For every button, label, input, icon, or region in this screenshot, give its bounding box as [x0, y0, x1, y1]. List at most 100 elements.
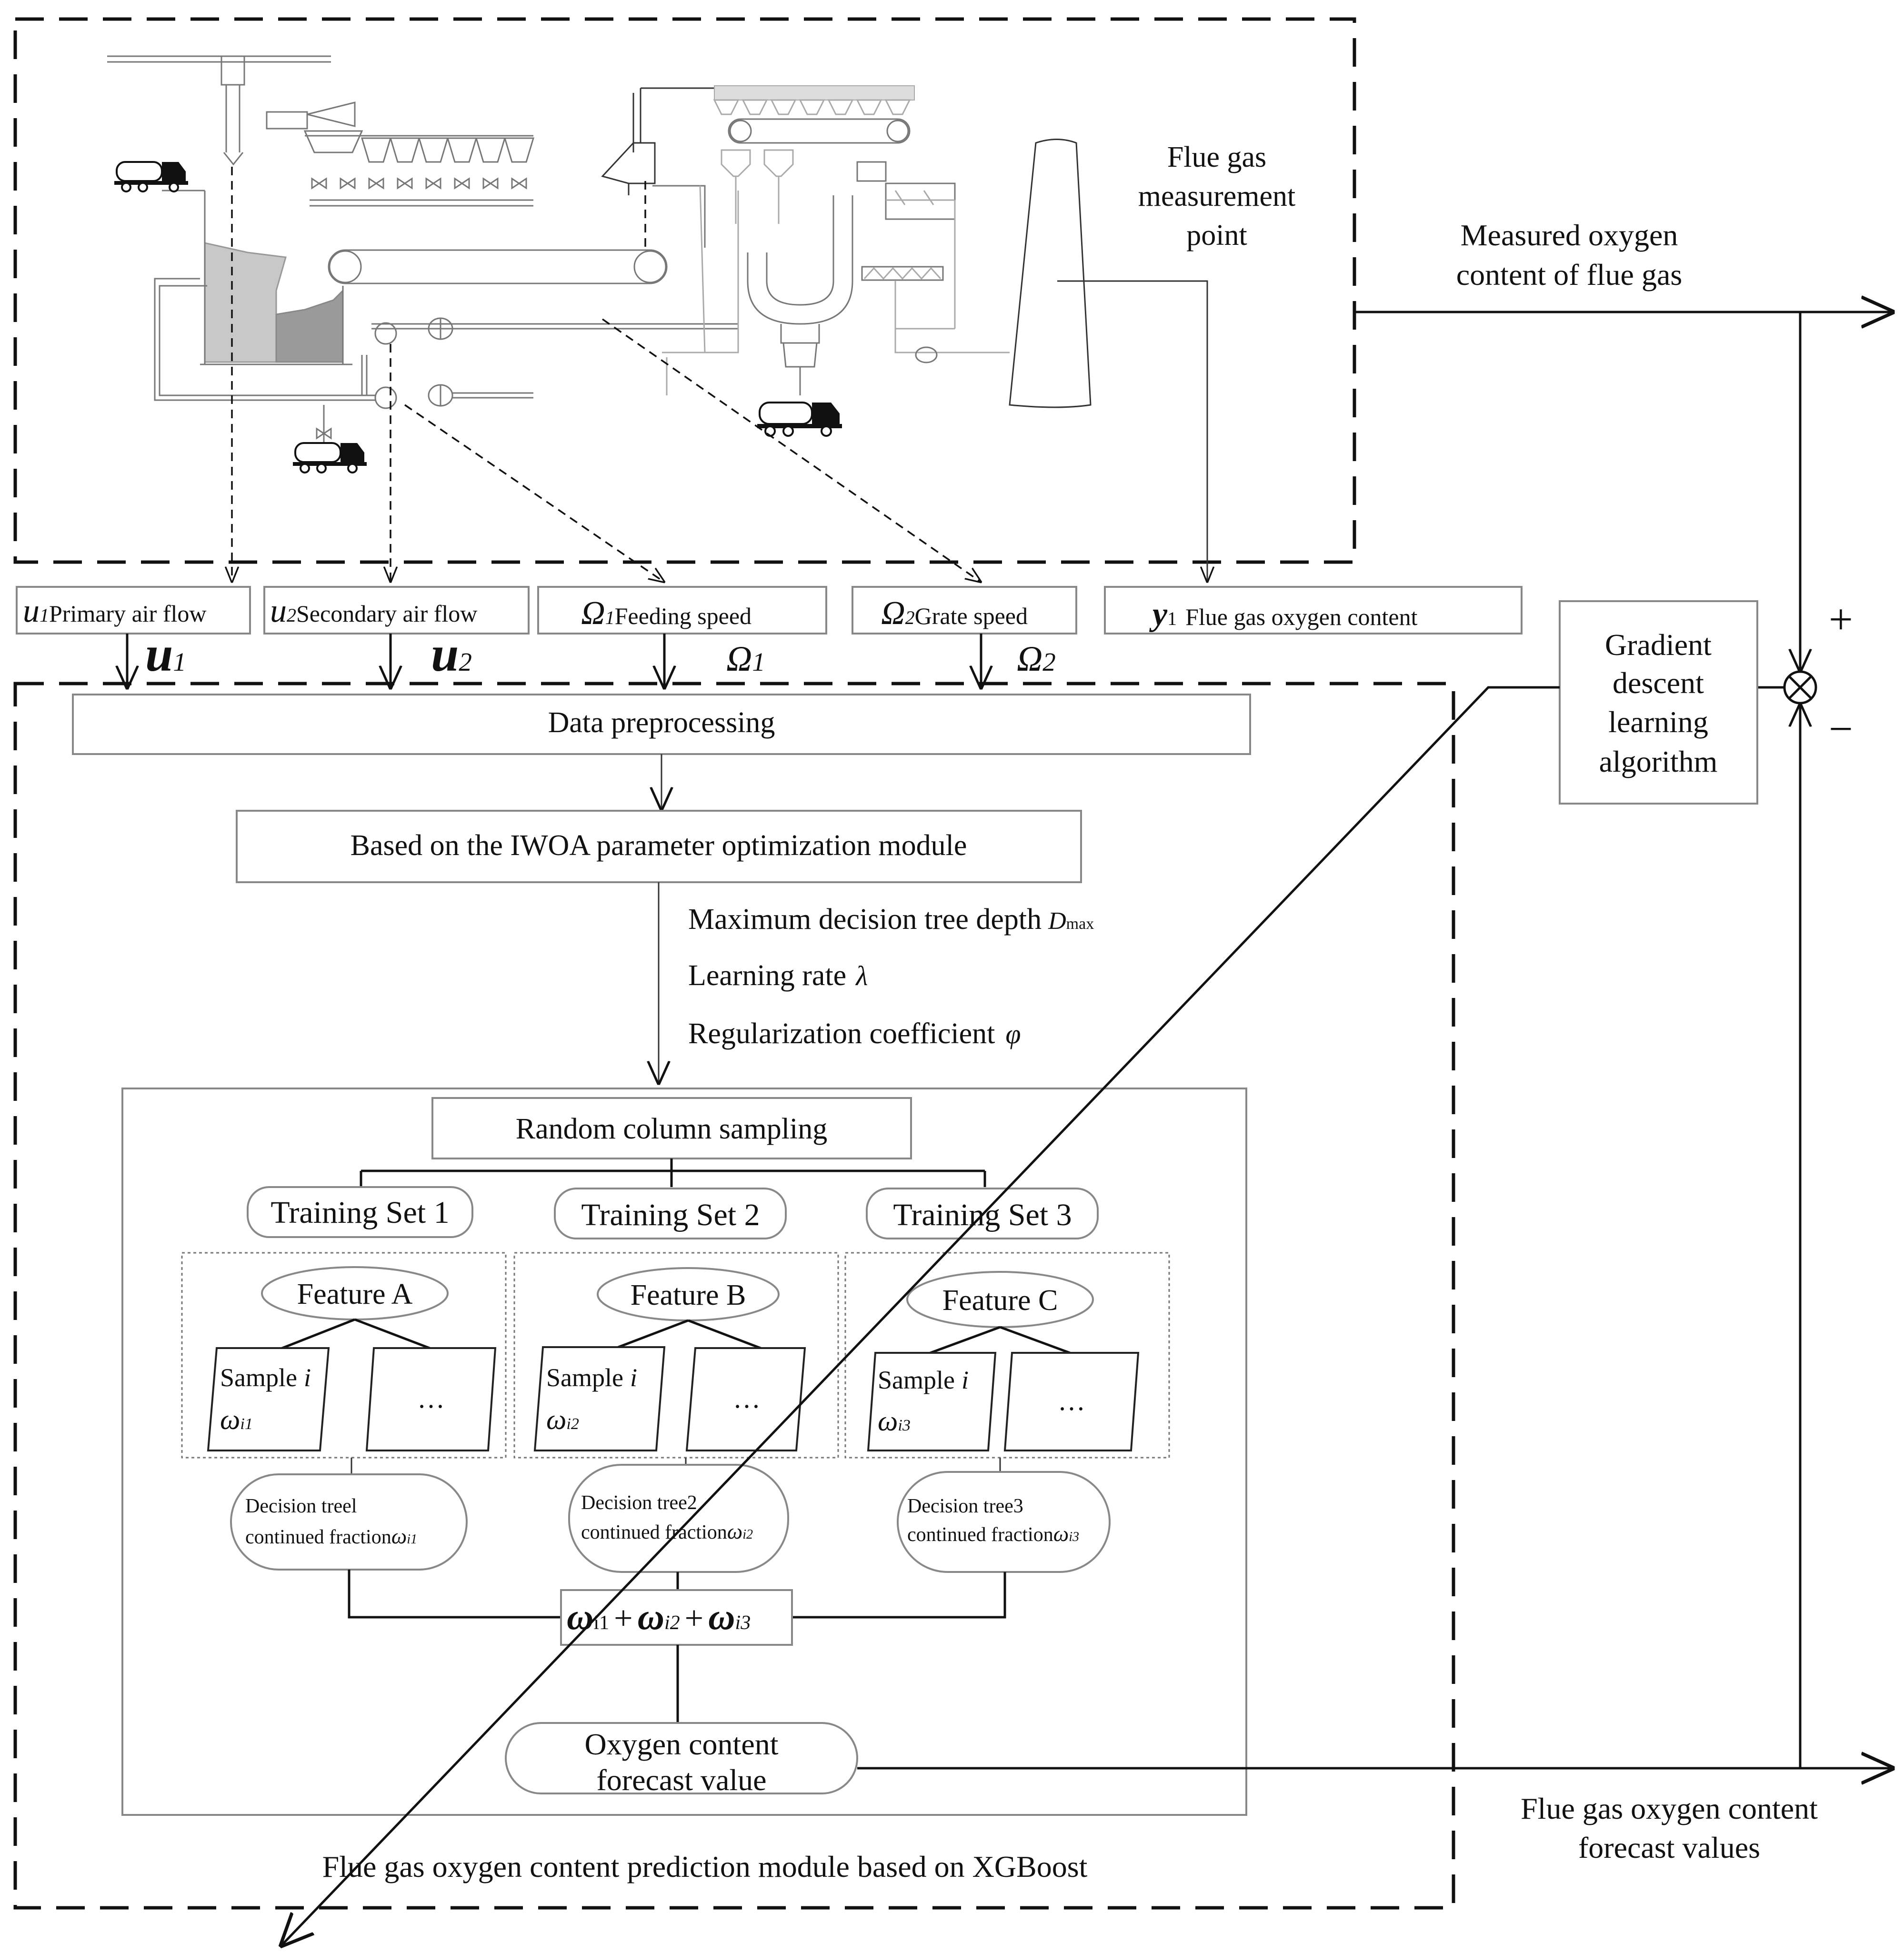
truck-icon [757, 402, 842, 437]
svg-text:ωi3: ωi3 [878, 1405, 911, 1437]
tree-combine-lines [348, 1570, 1006, 1619]
data-preprocessing-label: Data preprocessing [548, 706, 775, 739]
svg-text:Ω2: Ω2 [1017, 639, 1056, 679]
sample-c [867, 1352, 997, 1451]
oxygen-forecast-box [505, 1722, 858, 1794]
omega2-big-symbol: Ω [1017, 639, 1042, 679]
omega1-symbol: Ω [581, 595, 605, 632]
u1-text: Primary air flow [49, 600, 206, 627]
u1-symbol: u [23, 593, 40, 629]
truck-icon [293, 442, 367, 473]
hopper-array [303, 130, 535, 163]
training-set-2 [554, 1188, 787, 1239]
plus-sign: + [1829, 596, 1853, 643]
decision-tree-2-line1: Decision tree2 [581, 1492, 697, 1514]
feedback-loop: Measured oxygen content of flue gas + − … [281, 218, 1893, 1946]
ellipsis-a: … [417, 1383, 445, 1414]
u2-symbol: u [270, 593, 287, 629]
y1-sub: 1 [1167, 608, 1177, 629]
learning-feedback-arrow [281, 686, 1560, 1946]
sample-b-more [685, 1347, 806, 1451]
signal-arrows [232, 167, 981, 582]
svg-text:u2: u2 [431, 626, 472, 682]
valve-row [310, 177, 533, 207]
ellipsis-c: … [1058, 1385, 1085, 1416]
u2-big-symbol: u [431, 626, 459, 682]
plant-schematic: Flue gas measurement point [13, 17, 1356, 582]
decision-tree-2 [568, 1464, 789, 1573]
measurement-point-line3: point [1186, 219, 1247, 252]
process-boundary [13, 17, 1356, 564]
svg-text:u1: u1 [145, 626, 186, 682]
u2-big-sub: 2 [459, 647, 472, 676]
minus-sign: − [1829, 705, 1853, 753]
feature-group-b [513, 1252, 839, 1459]
u1-big-symbol: u [145, 626, 173, 682]
measured-label-line1: Measured oxygen [1461, 218, 1678, 252]
xgboost-inner-box [121, 1088, 1247, 1816]
u1-big-sub: 1 [173, 647, 186, 676]
sample-a [207, 1347, 330, 1451]
measurement-point-line2: measurement [1138, 180, 1296, 212]
svg-text:u2Secondary air flow: u2Secondary air flow [270, 593, 477, 629]
feature-group-c [844, 1252, 1170, 1459]
random-sampling-box [431, 1097, 912, 1159]
top-hoppers [713, 99, 911, 115]
sum-expression: ωi1+ωi2+ωi3 [567, 1596, 751, 1637]
input-omega1: Ω1Feeding speed [537, 586, 827, 635]
decision-tree-2-line2: continued fraction [581, 1521, 727, 1543]
decision-tree-3-line1: Decision tree3 [907, 1495, 1023, 1517]
input-u1: u1Primary air flow [16, 586, 251, 635]
omega1-big-sub: 1 [752, 647, 765, 676]
u2-sub: 2 [287, 604, 296, 626]
oxygen-forecast-line1: Oxygen content [585, 1727, 779, 1761]
gradient-descent-box [1559, 600, 1758, 805]
omega1-big-symbol: Ω [726, 639, 752, 679]
u1-sub: 1 [40, 604, 49, 626]
sample-a-more [365, 1347, 497, 1451]
omega1-sub: 1 [605, 607, 615, 628]
svg-text:Ω1Feeding speed: Ω1Feeding speed [581, 595, 752, 632]
feature-b-label: Feature B [631, 1279, 746, 1311]
gradient-line1: Gradient [1605, 628, 1712, 662]
omega2-symbol: Ω [881, 595, 905, 632]
omega1-text: Feeding speed [615, 603, 752, 629]
iwoa-module-label: Based on the IWOA parameter optimization… [351, 829, 967, 862]
input-omega2: Ω2Grate speed [852, 586, 1077, 635]
measured-label-line2: content of flue gas [1456, 258, 1683, 292]
omega2-text: Grate speed [915, 603, 1028, 629]
random-sampling-label: Random column sampling [516, 1113, 827, 1145]
svg-text:ωi2: ωi2 [546, 1404, 579, 1435]
sample-b [533, 1346, 666, 1451]
feature-c-branches [923, 1326, 1077, 1357]
measurement-arrow [1057, 280, 1207, 582]
input-arrows [127, 634, 981, 688]
y1-symbol: y [1149, 596, 1168, 633]
svg-text:Ω2Grate speed: Ω2Grate speed [881, 595, 1028, 632]
forecast-label-line1: Flue gas oxygen content [1521, 1792, 1818, 1825]
decision-tree-1 [230, 1473, 468, 1571]
svg-text:continued fractionωi2: continued fractionωi2 [581, 1519, 753, 1543]
feature-a-branches [276, 1318, 436, 1352]
feature-a-label: Feature A [297, 1278, 413, 1310]
oxygen-forecast-line2: forecast value [596, 1763, 766, 1797]
svg-text:continued fractionωi3: continued fractionωi3 [907, 1521, 1079, 1546]
svg-text:ωi1: ωi1 [220, 1404, 253, 1435]
training-set-2-label: Training Set 2 [581, 1198, 760, 1232]
omega2-big-sub: 2 [1042, 647, 1056, 676]
module-caption: Flue gas oxygen content prediction modul… [322, 1850, 1088, 1883]
sampling-branches [360, 1158, 986, 1187]
truck-icon [114, 161, 188, 192]
svg-text:continued fractionωi1: continued fractionωi1 [245, 1524, 417, 1548]
svg-text:Ω1: Ω1 [726, 639, 765, 679]
decision-tree-1-line2: continued fraction [245, 1526, 391, 1548]
decision-tree-3-line2: continued fraction [907, 1524, 1053, 1546]
